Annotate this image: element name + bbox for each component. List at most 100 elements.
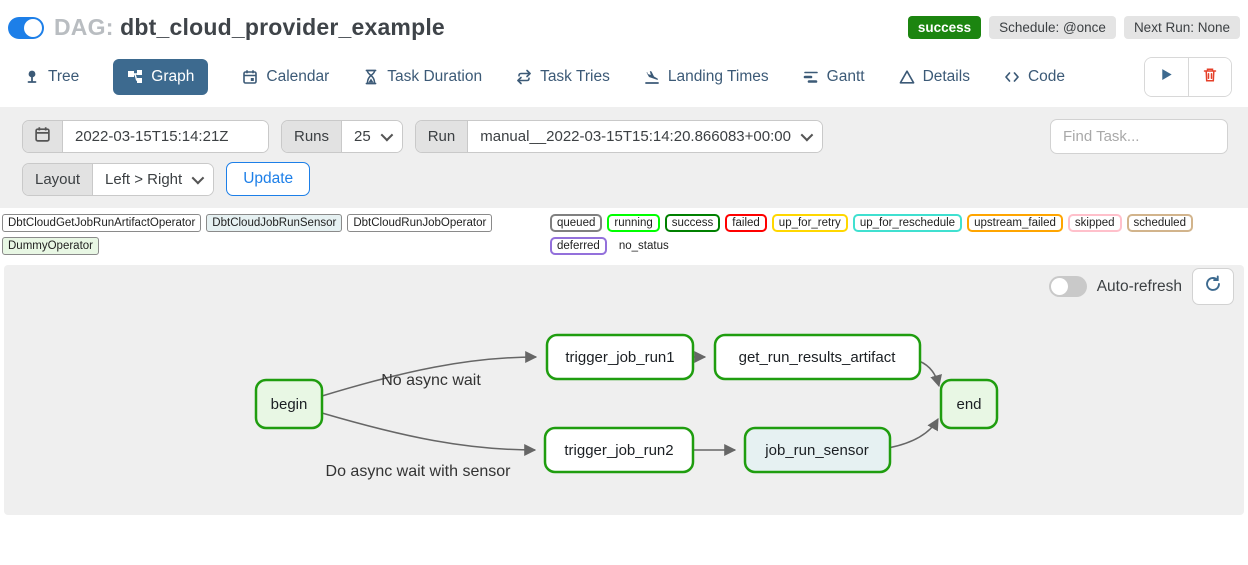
- graph-icon: [127, 69, 143, 85]
- task-node-trigger-job-run2[interactable]: trigger_job_run2: [543, 426, 695, 474]
- edge-label-no-async: No async wait: [381, 372, 481, 389]
- dag-pause-toggle[interactable]: [8, 16, 44, 39]
- run-group: Run manual__2022-03-15T15:14:20.866083+0…: [414, 120, 823, 153]
- dag-actions: [1144, 57, 1232, 97]
- status-legend-item: success: [664, 214, 721, 232]
- repeat-icon: [516, 69, 532, 85]
- update-button[interactable]: Update: [226, 162, 311, 196]
- filter-panel: Runs 25 Run manual__2022-03-15T15:14:20.…: [0, 107, 1248, 208]
- status-legend-item: skipped: [1067, 214, 1122, 232]
- tab-graph[interactable]: Graph: [113, 59, 209, 95]
- tab-label: Landing Times: [667, 68, 769, 85]
- run-label: Run: [415, 121, 469, 152]
- toggle-knob: [1050, 278, 1068, 295]
- task-node-job-run-sensor[interactable]: job_run_sensor: [743, 426, 892, 474]
- play-icon: [1159, 67, 1174, 87]
- filter-row-2: Layout Left > Right Update: [22, 162, 1228, 196]
- status-legend-item: up_for_retry: [771, 214, 848, 232]
- status-badge: success: [907, 16, 982, 39]
- operator-badge: DummyOperator: [2, 237, 99, 255]
- date-picker-button[interactable]: [23, 121, 63, 152]
- dag-name: dbt_cloud_provider_example: [120, 14, 445, 40]
- dag-graph: No async wait Do async wait with sensor …: [254, 333, 999, 480]
- tab-label: Task Duration: [387, 68, 483, 85]
- tab-calendar[interactable]: Calendar: [242, 68, 329, 86]
- status-legend-item: no_status: [611, 237, 676, 255]
- find-task-input[interactable]: [1050, 119, 1228, 154]
- tab-landing-times[interactable]: Landing Times: [644, 68, 769, 86]
- runs-value: 25: [354, 128, 371, 145]
- chevron-down-icon: [191, 171, 205, 184]
- calendar-icon: [242, 69, 258, 85]
- auto-refresh-toggle[interactable]: [1048, 276, 1087, 297]
- hourglass-icon: [363, 69, 379, 85]
- status-legend-item: queued: [550, 214, 603, 232]
- layout-value: Left > Right: [105, 170, 183, 188]
- base-date-input[interactable]: [63, 121, 268, 152]
- runs-group: Runs 25: [281, 120, 403, 153]
- chevron-down-icon: [800, 128, 814, 142]
- tab-task-duration[interactable]: Task Duration: [363, 68, 482, 86]
- runs-label: Runs: [282, 121, 343, 152]
- chevron-down-icon: [380, 128, 393, 142]
- edge-label-async-sensor: Do async wait with sensor: [326, 463, 512, 480]
- tab-tree[interactable]: Tree: [24, 68, 79, 86]
- svg-text:trigger_job_run1: trigger_job_run1: [565, 349, 674, 366]
- tab-label: Gantt: [826, 68, 865, 85]
- status-legend-item: failed: [725, 214, 767, 232]
- tab-label: Details: [922, 68, 970, 85]
- task-node-get-run-results-artifact[interactable]: get_run_results_artifact: [713, 333, 922, 381]
- trigger-dag-button[interactable]: [1145, 58, 1188, 96]
- status-legend-item: scheduled: [1126, 214, 1193, 232]
- tab-task-tries[interactable]: Task Tries: [516, 68, 610, 86]
- page-title: DAG: dbt_cloud_provider_example: [54, 14, 445, 41]
- edge-artifact-end: [918, 360, 942, 388]
- view-tabs: Tree Graph Calendar Task Duration Task T…: [0, 47, 1248, 107]
- delete-dag-button[interactable]: [1188, 58, 1231, 96]
- tab-label: Calendar: [266, 68, 330, 85]
- tab-details[interactable]: Details: [899, 68, 970, 86]
- header-badges: success Schedule: @once Next Run: None: [907, 16, 1240, 39]
- svg-text:get_run_results_artifact: get_run_results_artifact: [739, 349, 897, 366]
- operator-badge: DbtCloudJobRunSensor: [206, 214, 343, 232]
- gantt-icon: [803, 69, 819, 85]
- status-legend-item: up_for_reschedule: [852, 214, 963, 232]
- tab-label: Graph: [151, 68, 195, 85]
- tab-gantt[interactable]: Gantt: [803, 68, 865, 86]
- edge-sensor-end: [887, 417, 939, 449]
- auto-refresh-label: Auto-refresh: [1096, 277, 1182, 295]
- tab-code[interactable]: Code: [1004, 68, 1065, 86]
- toggle-knob: [24, 18, 42, 37]
- pin-icon: [24, 69, 40, 85]
- task-node-trigger-job-run1[interactable]: trigger_job_run1: [545, 333, 695, 381]
- trash-icon: [1202, 67, 1218, 88]
- legend: DbtCloudGetJobRunArtifactOperator DbtClo…: [0, 208, 1248, 259]
- edge-begin-trigger1: [321, 351, 538, 397]
- filter-row-1: Runs 25 Run manual__2022-03-15T15:14:20.…: [22, 119, 1228, 154]
- operator-legend: DbtCloudGetJobRunArtifactOperator DbtClo…: [2, 214, 550, 255]
- status-legend: queued running success failed up_for_ret…: [550, 214, 1246, 255]
- dag-graph-panel: Auto-refresh No async wait Do async wait…: [4, 265, 1244, 515]
- schedule-badge: Schedule: @once: [989, 16, 1116, 39]
- edge-begin-trigger2: [321, 412, 537, 456]
- run-value: manual__2022-03-15T15:14:20.866083+00:00: [480, 128, 791, 145]
- svg-text:begin: begin: [271, 396, 308, 413]
- refresh-button[interactable]: [1192, 268, 1234, 305]
- layout-select[interactable]: Left > Right: [93, 163, 214, 195]
- refresh-icon: [1204, 275, 1222, 298]
- tab-label: Tree: [48, 68, 80, 85]
- layout-label: Layout: [23, 163, 94, 195]
- operator-badge: DbtCloudGetJobRunArtifactOperator: [2, 214, 202, 232]
- tab-label: Task Tries: [540, 68, 610, 85]
- dag-prefix-label: DAG:: [54, 14, 114, 40]
- svg-text:job_run_sensor: job_run_sensor: [764, 442, 868, 459]
- tab-label: Code: [1027, 68, 1066, 85]
- status-legend-item: deferred: [550, 237, 607, 255]
- task-node-end[interactable]: end: [939, 378, 999, 430]
- runs-select[interactable]: 25: [342, 121, 402, 152]
- triangle-icon: [899, 69, 915, 85]
- layout-group: Layout Left > Right: [22, 162, 215, 196]
- calendar-picker-icon: [34, 126, 51, 148]
- run-select[interactable]: manual__2022-03-15T15:14:20.866083+00:00: [468, 121, 822, 152]
- task-node-begin[interactable]: begin: [254, 378, 324, 430]
